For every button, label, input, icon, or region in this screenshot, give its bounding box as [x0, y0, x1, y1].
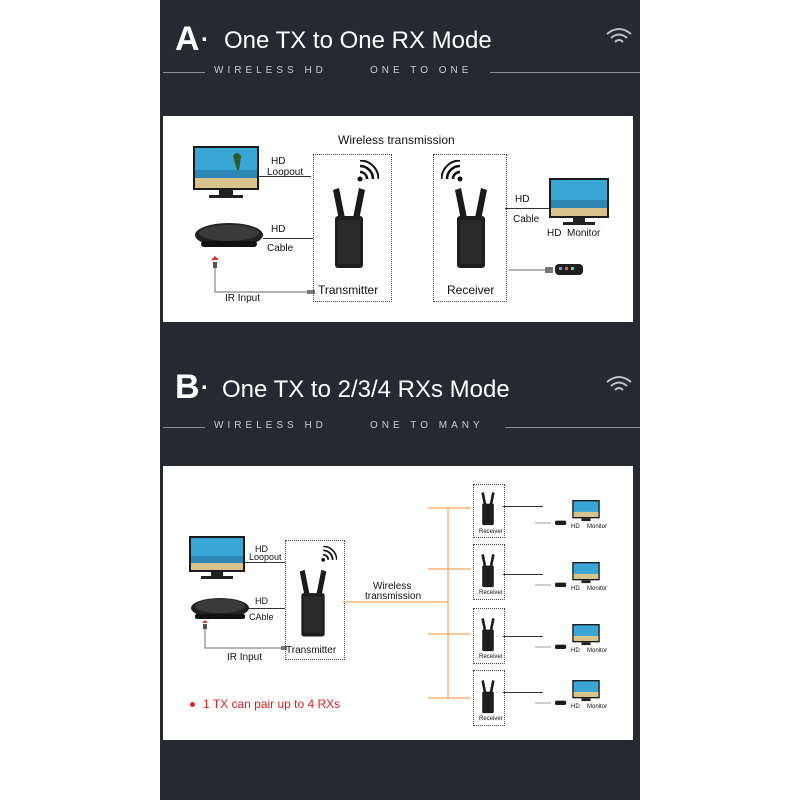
- connector-line: [249, 608, 285, 609]
- section-a-letter: A: [175, 20, 200, 58]
- section-b-sub-right: ONE TO MANY: [370, 420, 484, 431]
- remote-icon: [535, 644, 567, 649]
- antenna-device-icon: [455, 188, 487, 268]
- tv-icon: [572, 562, 600, 584]
- monitor-label-2: Monitor: [587, 586, 608, 592]
- wifi-icon: [441, 160, 463, 182]
- wifi-icon: [321, 546, 337, 562]
- monitor-label-1: HD: [571, 704, 580, 710]
- receiver-label: Receiver: [479, 590, 503, 596]
- hd-cable-label-1: HD: [255, 596, 268, 606]
- hd-cable-label-2: CAble: [249, 612, 274, 622]
- section-b-title: One TX to 2/3/4 RXs Mode: [222, 376, 510, 403]
- diagram-a-panel: Wireless transmission HD Loopout HD Cabl…: [163, 116, 633, 322]
- monitor-label-1: HD: [571, 648, 580, 654]
- hd-loopout-label-2: Loopout: [267, 167, 304, 178]
- transmitter-box: [313, 154, 392, 302]
- antenna-device-icon: [481, 554, 495, 588]
- section-b-dot: .: [201, 368, 208, 395]
- hd-loopout-label-1: HD: [255, 544, 268, 554]
- tv-icon: [189, 536, 245, 579]
- hd-cable-label-1: HD: [271, 224, 286, 235]
- connector-line: [503, 636, 543, 637]
- monitor-label-2: Monitor: [587, 648, 608, 654]
- antenna-device-icon: [481, 492, 495, 526]
- connector-line: [263, 238, 313, 239]
- transmitter-label: Transmitter: [318, 283, 379, 297]
- connector-line: [259, 176, 311, 177]
- wifi-icon: [357, 160, 379, 182]
- receiver-label: Receiver: [479, 654, 503, 660]
- section-a-dot: .: [201, 20, 208, 47]
- monitor-label-1: HD: [571, 524, 580, 530]
- rx-hd-label-2: Cable: [513, 214, 540, 225]
- divider-line: [163, 72, 205, 73]
- divider-line: [505, 427, 640, 428]
- wireless-label-2: transmission: [365, 591, 422, 602]
- section-a-sub-left: WIRELESS HD: [214, 65, 327, 76]
- receiver-box: [473, 484, 505, 538]
- antenna-device-icon: [333, 188, 365, 268]
- diagram-b-panel: HD Loopout HD CAble IR Input: [163, 466, 633, 740]
- set-top-box-icon: [195, 223, 263, 247]
- connector-line: [245, 562, 285, 563]
- connector-line: [503, 692, 543, 693]
- hd-loopout-label-2: Loopout: [249, 552, 282, 562]
- wifi-icon: [606, 376, 632, 391]
- bullet-dot: [190, 702, 195, 707]
- remote-icon: [535, 520, 567, 525]
- wifi-icon: [606, 28, 632, 43]
- antenna-device-icon: [481, 618, 495, 652]
- tv-icon: [572, 624, 600, 646]
- ir-sensor-icon: [211, 256, 315, 294]
- connector-line: [503, 574, 543, 575]
- remote-icon: [535, 700, 567, 705]
- distribution-lines: [343, 507, 471, 699]
- monitor-label-2: Monitor: [587, 704, 608, 710]
- antenna-device-icon: [299, 569, 327, 637]
- tv-icon: [549, 178, 609, 225]
- ir-input-label: IR Input: [225, 293, 261, 304]
- set-top-box-icon: [191, 598, 249, 619]
- receiver-label: Receiver: [479, 529, 503, 535]
- monitor-label-2: Monitor: [587, 524, 608, 530]
- antenna-device-icon: [481, 680, 495, 714]
- section-a-sub-right: ONE TO ONE: [370, 65, 473, 76]
- transmitter-label: Transmitter: [286, 645, 337, 656]
- receiver-box: [473, 544, 505, 600]
- transmitter-box: [285, 540, 345, 660]
- monitor-label-1: HD: [571, 586, 580, 592]
- divider-line: [163, 427, 205, 428]
- connector-line: [505, 208, 550, 209]
- tv-icon: [572, 680, 600, 702]
- section-a-title: One TX to One RX Mode: [224, 27, 492, 54]
- ir-input-label: IR Input: [227, 652, 263, 663]
- wireless-label-1: Wireless: [373, 581, 412, 592]
- connector-line: [503, 506, 543, 507]
- section-b-letter: B: [175, 368, 200, 406]
- receiver-label: Receiver: [447, 283, 495, 297]
- hd-cable-label-2: Cable: [267, 243, 294, 254]
- receiver-label: Receiver: [479, 716, 503, 722]
- divider-line: [490, 72, 640, 73]
- remote-icon: [509, 264, 583, 275]
- receiver-box: [433, 154, 507, 302]
- ir-sensor-icon: [202, 620, 287, 650]
- tv-icon: [572, 500, 600, 522]
- monitor-label-2: Monitor: [567, 228, 601, 239]
- remote-icon: [535, 582, 567, 587]
- receiver-box: [473, 670, 505, 726]
- pairing-note: 1 TX can pair up to 4 RXs: [203, 697, 341, 711]
- hd-loopout-label-1: HD: [271, 156, 286, 167]
- section-b-sub-left: WIRELESS HD: [214, 420, 327, 431]
- wireless-transmission-label: Wireless transmission: [338, 133, 455, 147]
- rx-hd-label-1: HD: [515, 194, 530, 205]
- monitor-label-1: HD: [547, 228, 562, 239]
- tv-icon: [193, 146, 259, 198]
